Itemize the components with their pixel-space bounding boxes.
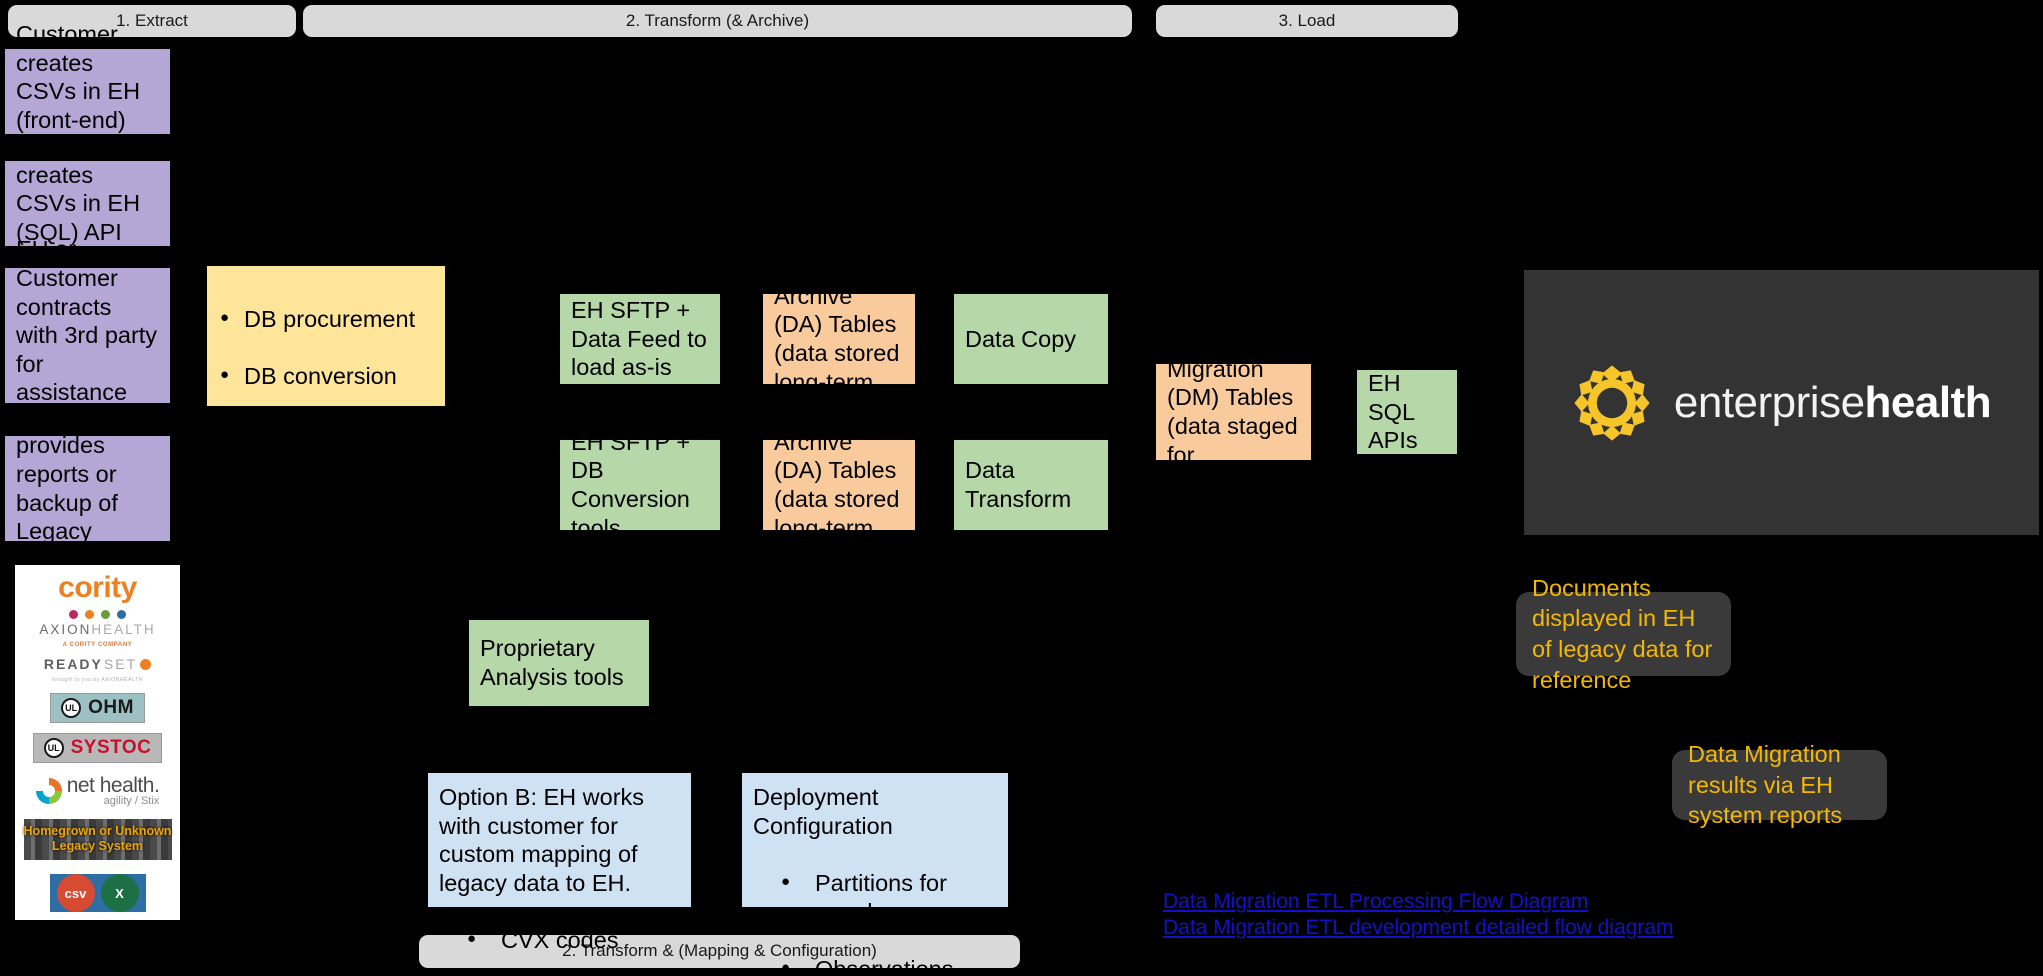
list-item: DB conversion: [218, 362, 434, 391]
box-data-archive-tables-2[interactable]: Data Archive (DA) Tables (data stored lo…: [763, 400, 915, 569]
box-eh-sql-apis-text: EH SQL APIs: [1368, 370, 1418, 454]
systoc-label: SYSTOC: [70, 736, 152, 758]
list-item: CVX codes: [439, 926, 680, 955]
net-health-ring-icon: [35, 777, 62, 804]
box-legacy-backup-text: Customer provides reports or backup of L…: [16, 403, 118, 573]
phase-tab-load-label: 3. Load: [1278, 10, 1336, 30]
box-proprietary-analysis-tools-text: Proprietary Analysis tools: [480, 635, 624, 690]
phase-tab-extract-label: 1. Extract: [116, 10, 188, 30]
box-eh-sftp-data-feed[interactable]: EH SFTP + Data Feed to load as-is: [560, 294, 720, 384]
box-data-transform-text: Data Transform: [965, 457, 1072, 512]
third-party-services-list: DB procurement DB conversion Data mappin…: [218, 276, 434, 620]
ul-systoc-logo: UL SYSTOC: [32, 732, 163, 763]
excel-file-icon: X: [100, 874, 139, 912]
readyset-subtitle: brought to you by AXIONHEALTH: [52, 676, 143, 683]
phase-tab-extract[interactable]: 1. Extract: [8, 5, 296, 37]
box-deployment-configuration[interactable]: Deployment Configuration Partitions for …: [742, 773, 1008, 976]
phase-tab-load[interactable]: 3. Load: [1156, 5, 1458, 37]
box-data-migration-tables[interactable]: Data Migration (DM) Tables (data staged …: [1156, 327, 1311, 496]
ul-mark-icon: UL: [43, 737, 64, 758]
callout-documents-displayed[interactable]: Documents displayed in EH of legacy data…: [1516, 575, 1731, 693]
box-data-migration-tables-text: Data Migration (DM) Tables (data staged …: [1167, 327, 1298, 497]
phase-tab-transform[interactable]: 2. Transform (& Archive): [303, 5, 1132, 37]
list-item: DB procurement: [218, 305, 434, 334]
eh-word-bold: health: [1864, 377, 1992, 427]
box-eh-sftp-data-feed-text: EH SFTP + Data Feed to load as-is: [571, 297, 707, 381]
box-data-transform[interactable]: Data Transform: [954, 440, 1108, 530]
net-health-main: net health.: [66, 773, 160, 797]
ohm-label: OHM: [88, 696, 134, 718]
box-data-archive-tables-2-text: Data Archive (DA) Tables (data stored lo…: [774, 400, 900, 570]
callout-dm-results[interactable]: Data Migration results via EH system rep…: [1672, 741, 1887, 828]
box-csv-sql-text: Customer creates CSVs in EH (SQL) API fo…: [16, 132, 141, 274]
callout-dm-results-text: Data Migration results via EH system rep…: [1688, 741, 1843, 829]
net-health-logo: net health. agility / Stix: [35, 773, 160, 807]
net-health-sub: agility / Stix: [103, 794, 160, 807]
cority-logo: cority: [58, 571, 137, 604]
deployment-heading: Deployment Configuration: [753, 784, 893, 839]
csv-file-icon: csv: [56, 874, 95, 912]
axion-main: AXION: [39, 622, 92, 637]
box-legacy-backup[interactable]: Customer provides reports or backup of L…: [5, 404, 170, 573]
enterprise-health-panel: enterprisehealth: [1524, 270, 2039, 535]
list-item: Data mapping: [218, 419, 434, 448]
option-b-heading: Option B: EH works with customer for cus…: [439, 784, 645, 896]
sun-ring-icon: [1574, 364, 1650, 441]
box-data-copy-text: Data Copy: [965, 325, 1077, 352]
eh-word-light: enterprise: [1673, 377, 1865, 427]
legacy-system-photo: Homegrown or Unknown Legacy System: [23, 818, 172, 860]
ul-mark-icon: UL: [61, 697, 82, 718]
legacy-system-caption: Homegrown or Unknown Legacy System: [23, 823, 172, 854]
axion-subtitle: A CORITY COMPANY: [62, 641, 133, 648]
readyset-dot-icon: [140, 658, 152, 670]
enterprise-health-wordmark: enterprisehealth: [1673, 377, 1992, 428]
box-third-party-etl-text: EH or Customer contracts with 3rd party …: [16, 236, 158, 435]
phase-tab-transform-label: 2. Transform (& Archive): [625, 10, 810, 30]
box-option-b[interactable]: Option B: EH works with customer for cus…: [428, 773, 691, 953]
box-csv-frontend-text: Customer creates CSVs in EH (front-end) …: [16, 20, 141, 162]
list-item: Data validation assistance: [218, 534, 434, 591]
readyset-dark: READY: [43, 655, 103, 672]
callout-documents-displayed-text: Documents displayed in EH of legacy data…: [1532, 574, 1713, 693]
box-eh-sql-apis[interactable]: EH SQL APIs: [1357, 370, 1457, 454]
link-etl-processing-flow-diagram[interactable]: Data Migration ETL Processing Flow Diagr…: [1163, 890, 1589, 913]
list-item: Partitions for people: [753, 869, 997, 926]
axion-health-logo: AXIONHEALTH: [39, 622, 156, 638]
link-etl-development-detailed-flow-diagram[interactable]: Data Migration ETL development detailed …: [1163, 916, 1674, 939]
deployment-list: Partitions for people Observations Healt…: [753, 840, 997, 976]
axion-dot-row: [69, 610, 126, 619]
option-b-list: CVX codes Observations: [439, 898, 680, 976]
box-csv-frontend[interactable]: Customer creates CSVs in EH (front-end) …: [5, 21, 170, 161]
box-data-copy[interactable]: Data Copy: [954, 294, 1108, 384]
ul-ohm-logo: UL OHM: [50, 692, 145, 723]
list-item: Observations: [753, 955, 997, 976]
box-eh-sftp-db-conversion[interactable]: EH SFTP + DB Conversion tools: [560, 429, 720, 541]
file-format-icons: csv X: [49, 874, 146, 912]
readyset-light: SET: [103, 655, 138, 672]
box-eh-sftp-db-conversion-text: EH SFTP + DB Conversion tools: [571, 428, 691, 541]
box-data-archive-tables-1-text: Data Archive (DA) Tables (data stored lo…: [774, 254, 900, 424]
box-data-archive-tables-1[interactable]: Data Archive (DA) Tables (data stored lo…: [763, 254, 915, 423]
box-proprietary-analysis-tools[interactable]: Proprietary Analysis tools: [469, 620, 649, 706]
axion-light: HEALTH: [91, 622, 156, 637]
box-csv-sql[interactable]: Customer creates CSVs in EH (SQL) API fo…: [5, 133, 170, 273]
box-third-party-services[interactable]: DB procurement DB conversion Data mappin…: [207, 266, 445, 590]
box-third-party-etl[interactable]: EH or Customer contracts with 3rd party …: [5, 236, 170, 434]
legacy-vendor-logo-stack: cority AXIONHEALTH A CORITY COMPANY READ…: [15, 565, 180, 920]
list-item: Data transform: [218, 477, 434, 506]
